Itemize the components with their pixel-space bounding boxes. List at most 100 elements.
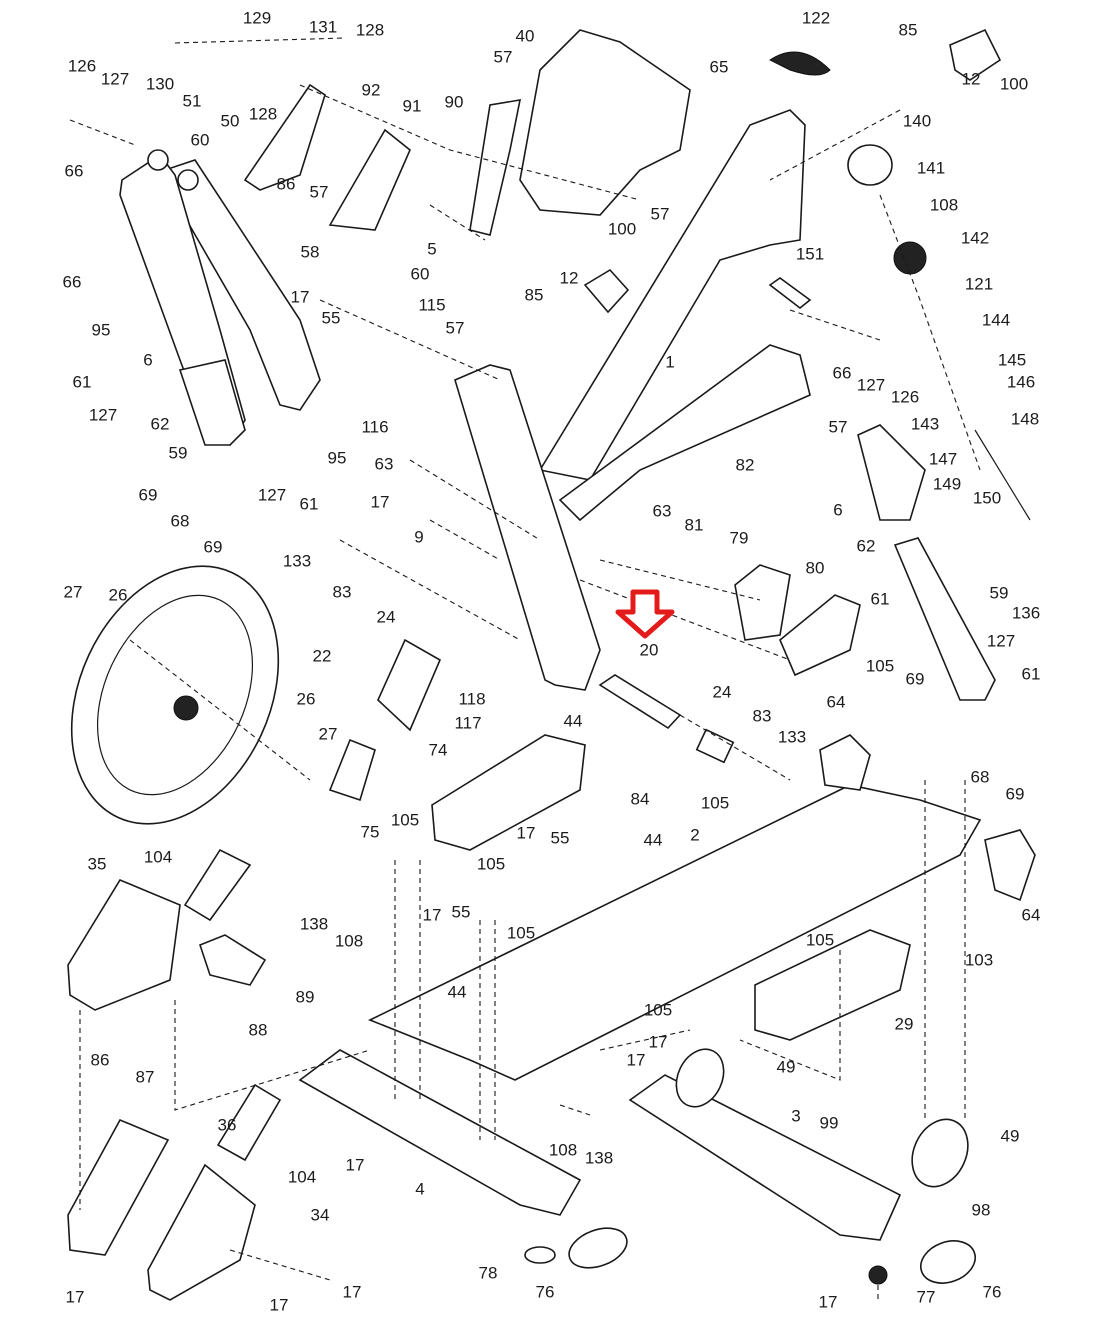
part-label-131: 131 [308,17,338,37]
part-label-1: 1 [665,352,675,372]
part-label-26: 26 [108,585,128,605]
part-label-85: 85 [898,20,918,40]
base-frame-2 [368,784,982,1081]
part-label-82: 82 [735,455,755,475]
part-label-61: 61 [870,589,890,609]
part-label-105: 105 [390,810,420,830]
grip-62 [857,424,926,521]
leveler-78 [524,1246,556,1264]
pivot-boss-2 [177,169,199,191]
grip-92 [243,83,326,191]
part-label-17: 17 [290,287,310,307]
part-label-78: 78 [478,1263,498,1283]
foot-76-right [920,1240,976,1284]
part-label-144: 144 [981,310,1011,330]
part-label-2: 2 [690,825,700,845]
part-label-17: 17 [370,492,390,512]
end-cap-64-left [819,734,871,791]
cover-80 [779,594,861,677]
part-label-76: 76 [982,1282,1002,1302]
controller-79 [734,564,791,641]
part-label-17: 17 [648,1032,668,1052]
part-label-140: 140 [902,111,932,131]
stabilizer-4 [298,1049,582,1216]
part-label-3: 3 [791,1106,801,1126]
part-label-75: 75 [360,822,380,842]
part-label-63: 63 [652,501,672,521]
part-label-26: 26 [296,689,316,709]
part-label-136: 136 [1011,603,1041,623]
part-label-108: 108 [929,195,959,215]
part-label-63: 63 [374,454,394,474]
part-label-138: 138 [299,914,329,934]
part-label-83: 83 [752,706,772,726]
sleeve-75 [328,738,376,802]
part-label-116: 116 [361,417,389,437]
tube-104b [216,1083,282,1162]
part-label-17: 17 [516,823,536,843]
part-label-83: 83 [332,582,352,602]
part-label-57: 57 [493,47,513,67]
part-label-5: 5 [427,239,437,259]
part-label-17: 17 [422,905,442,925]
part-label-76: 76 [535,1282,555,1302]
frame-1 [538,109,806,481]
part-label-66: 66 [62,272,82,292]
flywheel-22 [70,565,280,825]
part-label-12: 12 [559,268,579,288]
part-label-149: 149 [932,474,962,494]
part-label-145: 145 [997,350,1027,370]
part-label-80: 80 [805,558,825,578]
part-label-133: 133 [777,727,807,747]
part-label-40: 40 [515,26,535,46]
part-label-17: 17 [269,1295,289,1315]
part-label-34: 34 [310,1205,330,1225]
wheel-49-a [675,1048,725,1108]
part-label-91: 91 [402,96,422,116]
part-label-151: 151 [795,244,825,264]
part-label-127: 127 [986,631,1016,651]
part-label-150: 150 [972,488,1002,508]
part-label-24: 24 [712,682,732,702]
part-label-100: 100 [607,219,637,239]
cover-117 [431,734,586,851]
cap-140 [847,144,893,186]
part-label-17: 17 [626,1050,646,1070]
bracket-89 [199,934,267,986]
lower-arm-59-right [893,537,996,701]
knob-100b [583,268,630,314]
part-label-89: 89 [295,987,315,1007]
cable-122 [769,51,831,76]
part-label-104: 104 [143,847,173,867]
part-label-49: 49 [776,1057,796,1077]
arrow-down-icon [615,589,675,639]
part-label-77: 77 [916,1287,936,1307]
part-label-90: 90 [444,92,464,112]
axle-20 [598,674,682,730]
part-label-74: 74 [428,740,448,760]
leveler-77 [868,1265,888,1285]
part-label-64: 64 [826,692,846,712]
part-label-117: 117 [454,713,482,733]
part-label-133: 133 [282,551,312,571]
guide-151 [768,277,812,310]
part-label-121: 121 [964,274,994,294]
part-label-127: 127 [856,375,886,395]
part-label-115: 115 [418,295,446,315]
part-label-50: 50 [220,111,240,131]
part-label-98: 98 [971,1200,991,1220]
part-label-105: 105 [476,854,506,874]
drive-74 [377,638,442,732]
part-label-86: 86 [276,174,296,194]
part-label-49: 49 [1000,1126,1020,1146]
part-label-27: 27 [318,724,338,744]
part-label-129: 129 [242,8,272,28]
part-label-142: 142 [960,228,990,248]
part-label-51: 51 [182,91,202,111]
upper-arm-58 [163,159,321,411]
part-label-108: 108 [334,931,364,951]
part-label-57: 57 [828,417,848,437]
frame-post [454,364,601,691]
part-label-148: 148 [1010,409,1040,429]
